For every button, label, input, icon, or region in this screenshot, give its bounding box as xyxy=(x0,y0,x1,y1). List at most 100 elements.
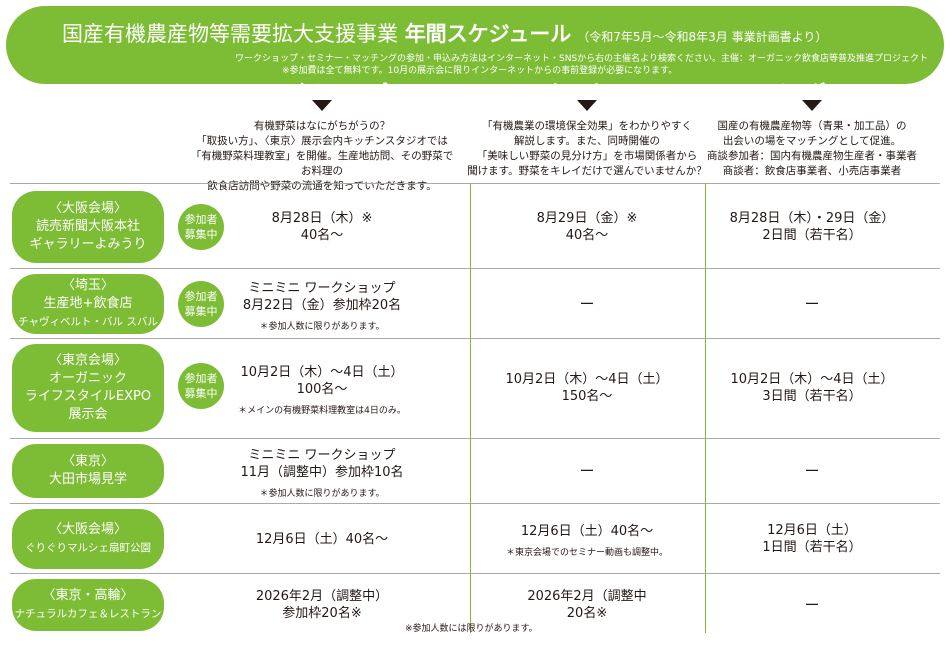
venue-line: 〈東京会場〉 xyxy=(48,353,127,368)
cell-note: ＊メインの有機野菜料理教室は4日のみ。 xyxy=(238,405,406,416)
venue-subtitle: チャヴィベルト・バル スバル xyxy=(18,316,158,328)
venue-line: 展示会 xyxy=(68,407,108,422)
venue-label: 〈大阪会場〉読売新聞大阪本社ギャラリーよみうり xyxy=(12,191,164,263)
cell-line: 10月2日（木）〜4日（土） xyxy=(240,364,404,380)
column-title: セミナー xyxy=(549,82,625,103)
empty-dash: ー xyxy=(804,461,820,480)
column-header-workshop: ワークショップ xyxy=(222,78,422,104)
column-divider xyxy=(705,183,706,633)
cell-note: ＊参加人数に限りがあります。 xyxy=(259,321,385,332)
cell-line: 参加枠20名※ xyxy=(282,606,362,621)
venue-line: 〈埼玉〉 xyxy=(61,278,114,293)
cell-workshop: 10月2日（木）〜4日（土）100名〜 ＊メインの有機野菜料理教室は4日のみ。 xyxy=(197,364,447,420)
title-main: 国産有機農産物等需要拡大支援事業 xyxy=(62,22,405,46)
venue-line: 生産地+飲食店 xyxy=(43,296,133,311)
badge-line: 参加者 xyxy=(184,372,218,385)
cell-line: ミニミニ ワークショップ xyxy=(248,280,396,296)
row-divider xyxy=(10,183,940,184)
cell-seminar: ー xyxy=(462,294,712,313)
badge-line: 参加者 xyxy=(184,213,218,226)
triangle-down-icon xyxy=(802,100,822,111)
cell-line: ミニミニ ワークショップ xyxy=(248,447,396,463)
venue-label: 〈大阪会場〉ぐりぐりマルシェ扇町公園 xyxy=(12,509,164,569)
venue-line: 大田市場見学 xyxy=(48,472,127,487)
badge-line: 募集中 xyxy=(184,387,218,400)
cell-matching: ー xyxy=(687,461,937,480)
cell-seminar: 8月29日（金）※ 40名〜 xyxy=(462,210,712,244)
cell-line: 10月2日（木）〜4日（土） xyxy=(730,372,894,387)
venue-line: 〈東京〉 xyxy=(61,454,114,469)
cell-seminar: 2026年2月（調整中 20名※ xyxy=(462,588,712,622)
triangle-down-icon xyxy=(312,100,332,111)
venue-line: 〈大阪会場〉 xyxy=(48,201,127,216)
cell-line: 100名〜 xyxy=(296,381,348,397)
cell-note: ＊参加人数に限りがあります。 xyxy=(259,488,385,499)
empty-dash: ー xyxy=(804,595,820,614)
venue-subtitle: ぐりぐりマルシェ扇町公園 xyxy=(25,542,151,554)
cell-line: 8月28日（木）※ xyxy=(271,211,373,226)
recruiting-badge: 参加者募集中 xyxy=(178,204,224,250)
cell-line: 12月6日（土）40名〜 xyxy=(520,524,654,539)
description-line: 解説します。また、同時開催の xyxy=(514,135,660,147)
cell-line: 150名〜 xyxy=(561,389,613,404)
column-divider xyxy=(470,183,471,633)
venue-subtitle: ナチュラルカフェ＆レストラン xyxy=(14,608,162,620)
description-line: 国産の有機農産物等（青果・加工品）の xyxy=(717,120,907,132)
description-line: 「有機野菜料理教室」を開催。生産地訪問、その野菜でお料理の xyxy=(190,150,454,177)
description-line: 「有機農業の環境保全効果」をわかりやすく xyxy=(482,120,692,132)
cell-line: 3日間（若干名） xyxy=(762,389,862,404)
recruiting-badge: 参加者募集中 xyxy=(178,363,224,409)
empty-dash: ー xyxy=(579,294,595,313)
description-line: 「取扱い方」、〈東京〉展示会内キッチンスタジオでは xyxy=(196,135,448,147)
venue-line: 〈大阪会場〉 xyxy=(48,522,127,537)
cell-line: 2日間（若干名） xyxy=(762,228,862,243)
column-title: マッチング xyxy=(731,82,827,103)
page-title: 国産有機農産物等需要拡大支援事業 年間スケジュール（令和7年5月〜令和8年3月 … xyxy=(62,18,827,48)
empty-dash: ー xyxy=(579,461,595,480)
header-banner xyxy=(6,6,944,84)
venue-label: 〈東京〉大田市場見学 xyxy=(12,444,164,498)
venue-label: 〈埼玉〉生産地+飲食店チャヴィベルト・バル スバル xyxy=(12,274,164,334)
column-title: ワークショップ xyxy=(255,82,389,103)
row-divider xyxy=(10,503,940,504)
intro-line-1: ワークショップ・セミナー・マッチングの参加・申込み方法はインターネット・SNSか… xyxy=(235,54,928,64)
cell-line: 2026年2月（調整中 xyxy=(527,589,647,604)
badge-line: 参加者 xyxy=(184,290,218,303)
cell-seminar: 12月6日（土）40名〜＊東京会場でのセミナー動画も調整中。 xyxy=(462,523,712,562)
cell-matching: 10月2日（木）〜4日（土） 3日間（若干名） xyxy=(687,371,937,405)
cell-line: 1日間（若干名） xyxy=(762,540,862,555)
description-line: 商談参加者：国内有機農産物生産者・事業者 xyxy=(707,150,917,162)
cell-line: 2026年2月（調整中） xyxy=(255,589,389,604)
column-title-suffix: （商談会） xyxy=(826,87,892,101)
cell-line: 11月（調整中）参加枠10名 xyxy=(240,464,404,480)
cell-workshop: 8月28日（木）※ 40名〜 xyxy=(197,210,447,244)
cell-line: 20名※ xyxy=(566,606,608,621)
title-bold: 年間スケジュール xyxy=(404,22,572,46)
row-divider xyxy=(10,438,940,439)
description-line: 飲食店訪問や野菜の流通を知っていただきます。 xyxy=(207,180,437,192)
cell-line: 10月2日（木）〜4日（土） xyxy=(505,372,669,387)
description-line: 商談者：飲食店事業者、小売店事業者 xyxy=(722,165,902,177)
cell-workshop: 2026年2月（調整中） 参加枠20名※ xyxy=(197,588,447,622)
venue-line: 読売新聞大阪本社 xyxy=(35,219,140,234)
description-line: 出会いの場をマッチングとして促進。 xyxy=(722,135,902,147)
cell-line: 40名〜 xyxy=(300,228,344,243)
recruiting-badge: 参加者募集中 xyxy=(178,281,224,327)
venue-line: オーガニック xyxy=(48,371,127,386)
row-divider xyxy=(10,573,940,574)
venue-line: ギャラリーよみうり xyxy=(29,237,147,252)
description-line: 「美味しい野菜の見分け方」を市場関係者から xyxy=(476,150,698,162)
description-line: 聞けます。野菜をキレイだけで選んでいませんか？ xyxy=(467,165,707,177)
cell-line: 40名〜 xyxy=(565,228,609,243)
footnote: ※参加人数には限りがあります。 xyxy=(405,624,538,634)
cell-line: 12月6日（土） xyxy=(767,523,857,538)
cell-line: 8月29日（金）※ xyxy=(536,211,638,226)
row-divider xyxy=(10,268,940,269)
badge-line: 募集中 xyxy=(184,305,218,318)
badge-line: 募集中 xyxy=(184,228,218,241)
cell-matching: 8月28日（木）・29日（金）2日間（若干名） xyxy=(687,210,937,244)
cell-seminar: 10月2日（木）〜4日（土） 150名〜 xyxy=(462,371,712,405)
